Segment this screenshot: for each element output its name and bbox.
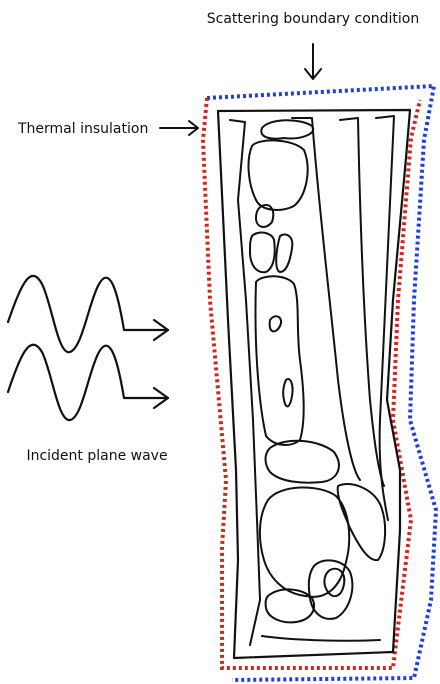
thermal-insulation-label: Thermal insulation — [17, 121, 148, 137]
incident-wave-label: Incident plane wave — [26, 448, 167, 464]
thermal-pointer-arrow — [160, 121, 198, 135]
incident-wave-upper — [8, 276, 168, 352]
leg-cross-section — [218, 110, 410, 658]
scattering-boundary — [207, 86, 436, 680]
incident-wave-lower — [8, 345, 168, 420]
scattering-boundary-label: Scattering boundary condition — [207, 11, 420, 27]
scattering-pointer-arrow — [305, 44, 321, 79]
